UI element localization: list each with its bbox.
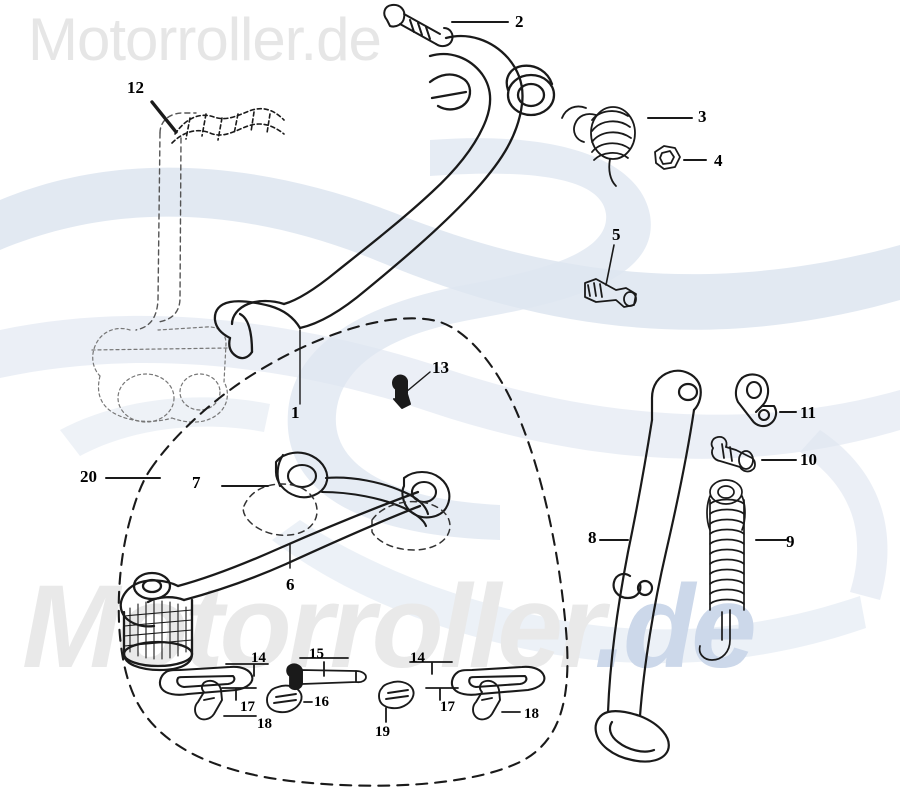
part-16-clip — [266, 684, 303, 714]
part-19-bushing — [378, 680, 415, 710]
callout-13: 13 — [432, 358, 449, 377]
part-8-side-stand — [594, 369, 702, 763]
part-3-return-spring — [561, 105, 636, 187]
callout-7: 7 — [192, 473, 201, 492]
leader-14b — [409, 661, 453, 675]
part-13-screw — [392, 374, 411, 409]
leader-13 — [405, 371, 431, 393]
part-7-shift-link — [274, 451, 451, 528]
callout-14-right: 14 — [410, 650, 425, 666]
part-18-rubber-stop-right — [472, 679, 501, 721]
callout-18-left: 18 — [257, 716, 272, 732]
engine-case-phantom — [91, 326, 229, 423]
leader-12 — [150, 100, 178, 134]
callout-1: 1 — [291, 403, 300, 422]
callout-18-right: 18 — [524, 706, 539, 722]
part-12-kick-starter-lever — [135, 112, 197, 331]
callout-16: 16 — [314, 694, 329, 710]
part-5-stopper-bolt — [584, 278, 637, 308]
part-18-rubber-stop-left — [194, 679, 223, 721]
part-9-side-stand-spring — [698, 479, 746, 661]
leader-17b — [425, 687, 459, 701]
part-4-lock-nut — [654, 145, 681, 170]
leader-14a — [225, 663, 269, 677]
callout-20: 20 — [80, 467, 97, 486]
callout-8: 8 — [588, 528, 597, 547]
callout-6: 6 — [286, 575, 295, 594]
part-1-brake-pedal — [213, 34, 556, 360]
part-15-footrest-pin — [286, 663, 367, 691]
leader-5 — [605, 244, 615, 286]
callout-2: 2 — [515, 12, 524, 31]
callout-10: 10 — [800, 450, 817, 469]
part-7-phantom — [242, 483, 451, 551]
callout-5: 5 — [612, 225, 621, 244]
callout-14-left: 14 — [251, 650, 266, 666]
callout-9: 9 — [786, 532, 795, 551]
part-10-stand-bolt — [710, 435, 756, 473]
callout-19: 19 — [375, 724, 390, 740]
part-14-footrest-bar-left — [158, 665, 254, 696]
group-20-boundary — [117, 317, 569, 787]
watermark-bottom-main: Motorroller — [22, 561, 598, 693]
part-12-grip — [171, 107, 285, 144]
part-2-pivot-bolt — [383, 3, 454, 48]
leader-17a — [221, 687, 257, 701]
callout-11: 11 — [800, 403, 817, 422]
watermark-top: Motorroller.de — [28, 6, 382, 73]
watermark-bottom: Motorroller.de — [22, 568, 757, 686]
callout-3: 3 — [698, 107, 707, 126]
callout-17-right: 17 — [440, 699, 455, 715]
part-6-gear-shift-lever — [119, 490, 422, 672]
callout-4: 4 — [714, 151, 723, 170]
callout-17-left: 17 — [240, 699, 255, 715]
callout-15: 15 — [309, 646, 324, 662]
leader-15 — [299, 657, 349, 677]
callout-12: 12 — [127, 78, 144, 97]
part-11-stand-bracket — [734, 373, 778, 428]
